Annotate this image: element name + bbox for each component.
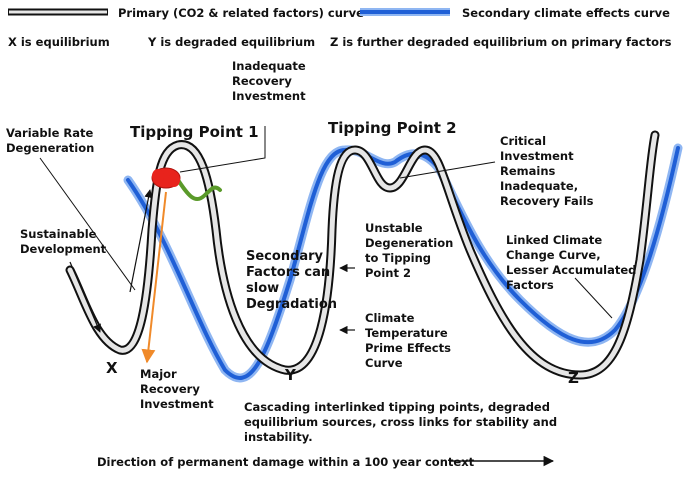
linked-climate-leader	[574, 277, 613, 319]
primary-curve-fill	[67, 132, 658, 378]
point-y-label: Y	[284, 366, 297, 384]
green-tail	[176, 178, 222, 201]
legend-secondary-label: Secondary climate effects curve	[462, 6, 670, 20]
legend-primary-label: Primary (CO2 & related factors) curve	[118, 6, 364, 20]
legend: Primary (CO2 & related factors) curve Se…	[8, 6, 670, 20]
direction-label: Direction of permanent damage within a 1…	[97, 455, 475, 469]
definitions: X is equilibrium Y is degraded equilibri…	[8, 35, 672, 49]
variable-rate-label: Variable Rate Degeneration	[6, 126, 97, 155]
point-x-label: X	[106, 359, 118, 377]
climate-temperature-label: Climate Temperature Prime Effects Curve	[365, 311, 455, 370]
primary-curve	[65, 130, 660, 380]
definition-z: Z is further degraded equilibrium on pri…	[330, 35, 672, 49]
inadequate-recovery-label: Inadequate Recovery Investment	[232, 59, 310, 103]
definition-y: Y is degraded equilibrium	[147, 35, 315, 49]
secondary-curve-line	[126, 146, 680, 380]
red-blob-icon	[151, 167, 181, 189]
cascading-label: Cascading interlinked tipping points, de…	[244, 400, 561, 444]
tipping-point-2-label: Tipping Point 2	[328, 119, 457, 137]
linked-climate-label: Linked Climate Change Curve, Lesser Accu…	[506, 233, 640, 292]
tipping-point-1-label: Tipping Point 1	[130, 123, 259, 141]
unstable-degeneration-label: Unstable Degeneration to Tipping Point 2	[365, 221, 457, 280]
connector-lines	[39, 126, 613, 467]
point-z-label: Z	[568, 369, 579, 387]
inadequate-recovery-leader	[179, 126, 266, 173]
secondary-curve	[123, 143, 683, 383]
major-recovery-arrow-icon	[141, 191, 167, 364]
major-recovery-label: Major Recovery Investment	[140, 367, 214, 411]
sustainable-development-label: Sustainable Development	[20, 227, 107, 256]
critical-investment-label: Critical Investment Remains Inadequate, …	[500, 134, 594, 208]
arrow-icon	[129, 189, 153, 293]
definition-x: X is equilibrium	[8, 35, 110, 49]
secondary-factors-label: Secondary Factors can slow Degradation	[246, 249, 337, 312]
arrow-icon	[69, 261, 101, 333]
variable-rate-leader	[39, 157, 136, 291]
critical-investment-leader	[399, 161, 496, 179]
